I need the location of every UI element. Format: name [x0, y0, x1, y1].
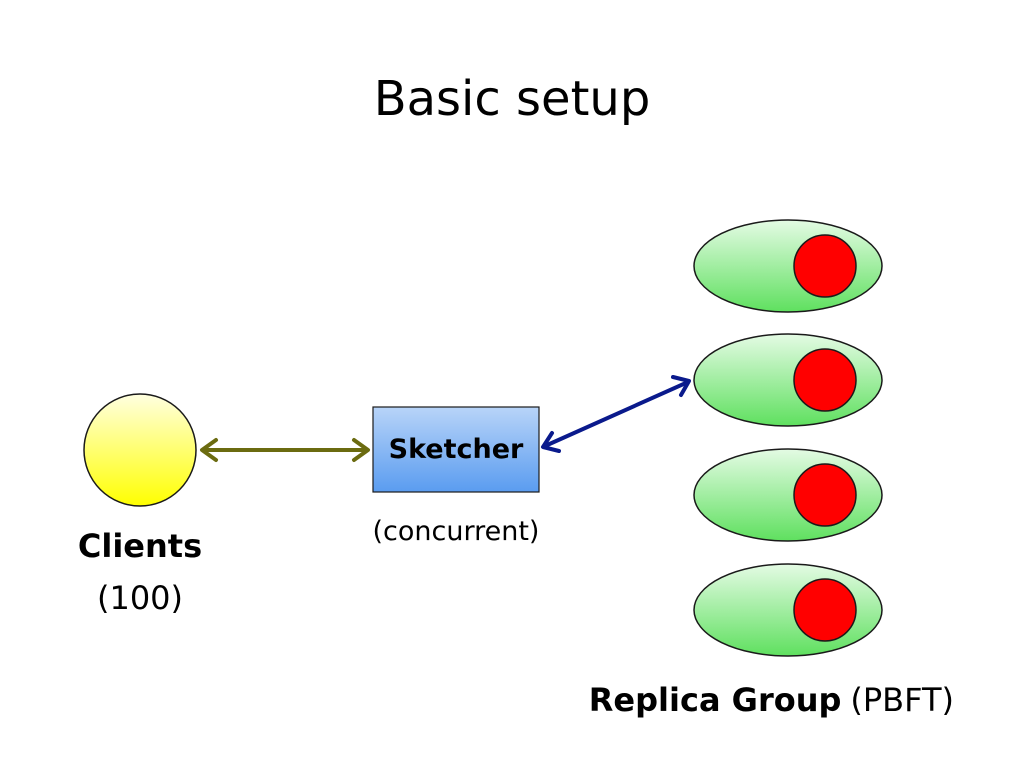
replica-group: Replica Group(PBFT): [589, 219, 954, 719]
replica-group-caption: Replica Group(PBFT): [589, 681, 954, 719]
slide-title: Basic setup: [374, 71, 651, 127]
sketcher-note: (concurrent): [373, 516, 540, 547]
sketcher-replica-arrow-line: [543, 380, 690, 448]
sketcher-label: Sketcher: [389, 434, 524, 465]
replica-node: [693, 448, 883, 542]
replica-dot: [793, 463, 857, 527]
replica-node: [693, 219, 883, 313]
clients-count: (100): [97, 579, 183, 617]
replica-group-protocol: (PBFT): [850, 681, 954, 719]
arrowhead-right-icon: [352, 438, 370, 462]
replica-dot: [793, 578, 857, 642]
replica-node: [693, 563, 883, 657]
replica-dot: [793, 234, 857, 298]
replica-group-label: Replica Group: [589, 681, 842, 719]
replica-dot: [793, 348, 857, 412]
clients-node: Clients (100): [78, 393, 202, 617]
replica-node: [693, 333, 883, 427]
sketcher-box: [372, 406, 540, 493]
arrowhead-left-icon: [200, 438, 218, 462]
clients-label: Clients: [78, 527, 202, 565]
arrowhead-replica-icon: [671, 375, 691, 397]
sketcher-node: Sketcher (concurrent): [372, 406, 540, 547]
sketcher-replica-arrow: [541, 375, 691, 453]
arrowhead-sketcher-icon: [541, 431, 561, 453]
clients-sketcher-arrow: [200, 438, 370, 462]
clients-circle: [83, 393, 197, 507]
